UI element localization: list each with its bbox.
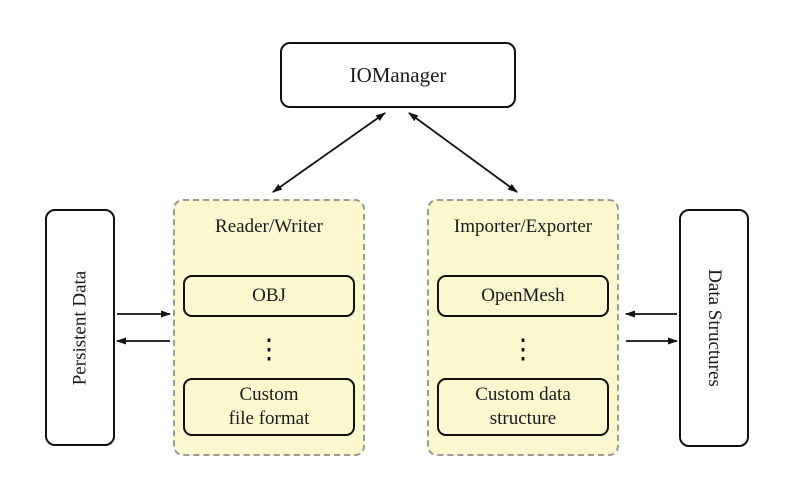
custom-data-structure-node: Custom data structure [437,378,609,436]
importer-exporter-panel: Importer/Exporter OpenMesh ⋮ Custom data… [427,199,619,456]
custom-file-format-line2: file format [228,408,310,429]
custom-data-structure-line1: Custom data [475,383,571,405]
openmesh-label: OpenMesh [481,284,565,306]
iomanager-label: IOManager [349,62,447,87]
obj-node: OBJ [183,275,355,317]
reader-writer-title: Reader/Writer [215,216,323,237]
importer-exporter-title: Importer/Exporter [453,216,593,237]
arrow-iomanager-importerexporter [408,112,518,193]
openmesh-node: OpenMesh [437,275,609,317]
data-structures-node: Data Structures [679,209,749,447]
vdots-icon: ⋮ [509,334,537,364]
reader-writer-panel: Reader/Writer OBJ ⋮ Custom file format [173,199,365,456]
custom-data-structure-line2: structure [489,408,557,429]
custom-file-format-line1: Custom [239,383,299,405]
arrow-iomanager-readerwriter [272,112,386,193]
iomanager-node: IOManager [280,42,516,108]
persistent-data-label: Persistent Data [69,270,91,385]
persistent-data-node: Persistent Data [45,209,115,446]
vdots-icon: ⋮ [255,334,283,364]
data-structures-label: Data Structures [704,269,725,387]
custom-file-format-node: Custom file format [183,378,355,436]
obj-label: OBJ [252,284,286,306]
